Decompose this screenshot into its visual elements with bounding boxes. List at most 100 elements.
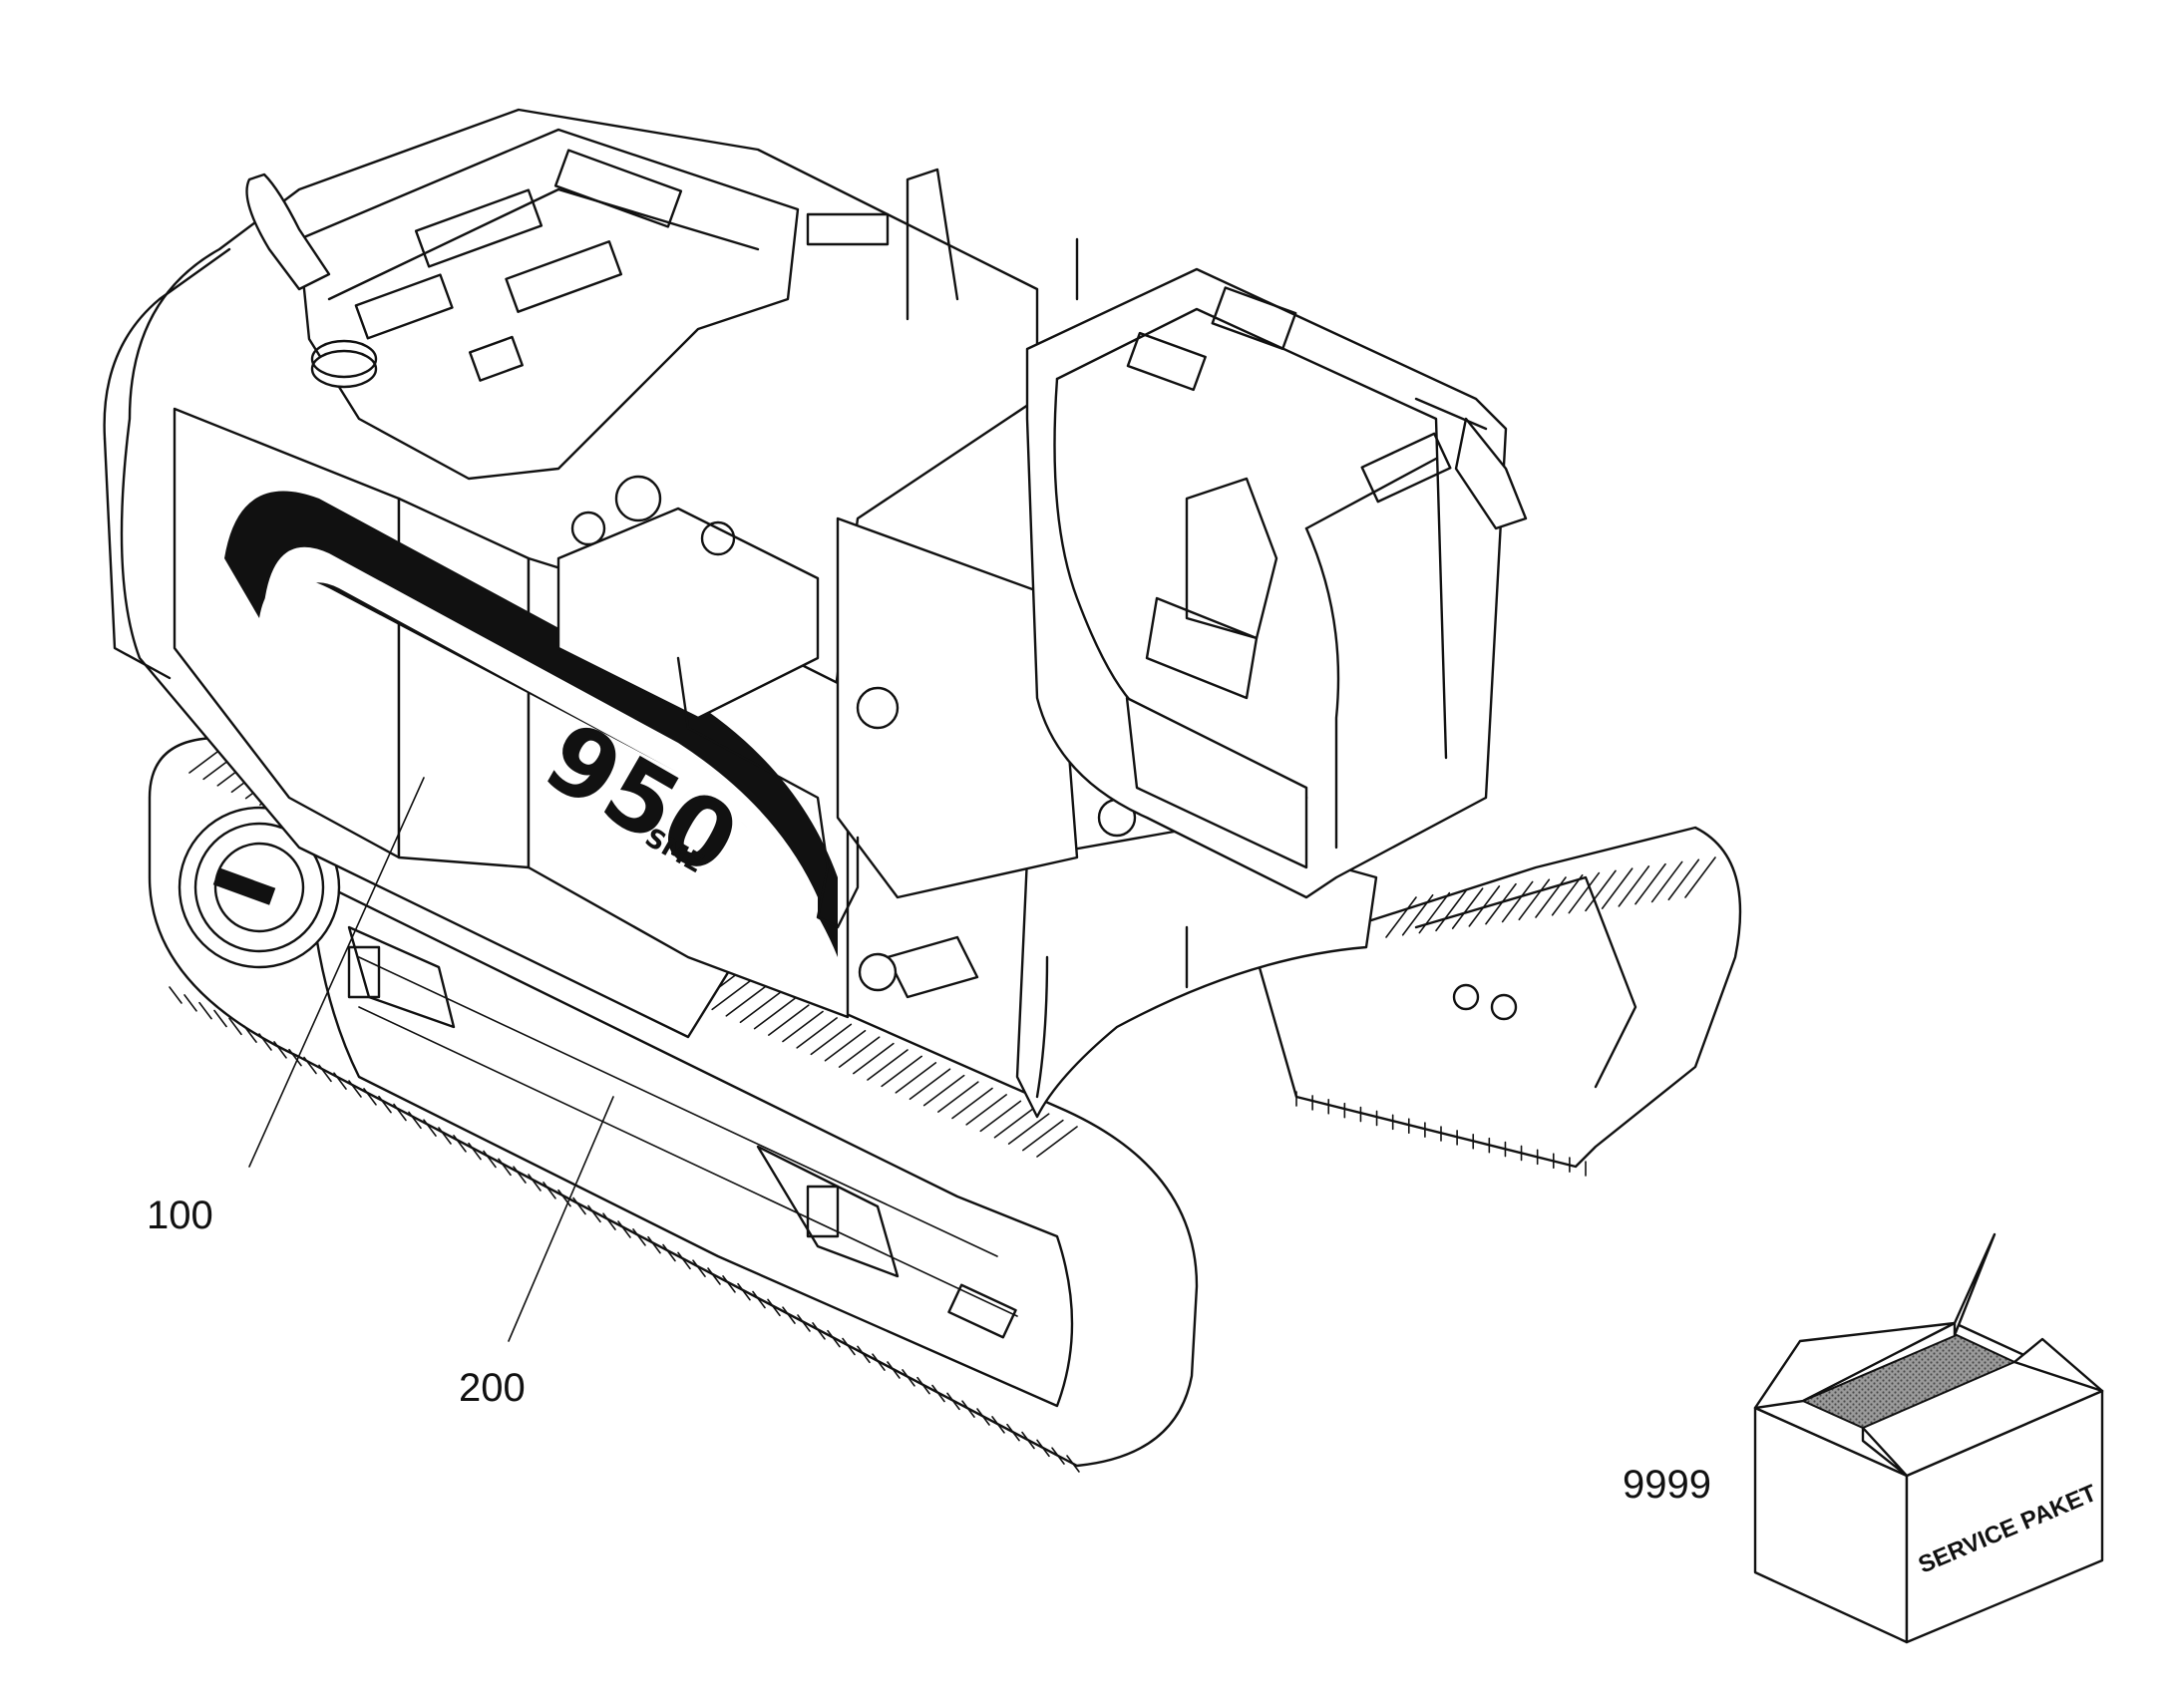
track-shoe-rib <box>183 994 197 1012</box>
track-shoe-rib <box>979 1100 1022 1133</box>
track-shoe-rib <box>991 1416 1005 1434</box>
track-shoe-rib <box>881 1055 922 1088</box>
track-shoe-rib <box>647 1235 661 1254</box>
track-shoe-rib <box>572 1196 586 1215</box>
track-shoe-rib <box>796 1017 838 1049</box>
track-shoe-rib <box>1051 1447 1065 1465</box>
track-shoe-rib <box>1435 889 1467 932</box>
track-shoe-rib <box>1568 871 1601 914</box>
track-shoe-rib <box>632 1228 646 1246</box>
track-shoe-rib <box>797 1314 811 1332</box>
track-shoe-rib <box>1485 882 1517 925</box>
track-shoe-rib <box>318 1064 332 1083</box>
track-shoe-rib <box>1036 1439 1050 1458</box>
track-shoe-rib <box>617 1220 631 1238</box>
track-shoe-rib <box>453 1135 467 1153</box>
track-shoe-rib <box>1551 873 1584 916</box>
callout-200: 200 <box>459 1366 526 1410</box>
track-shoe-rib <box>853 1042 895 1075</box>
track-shoe-rib <box>692 1259 706 1277</box>
track-shoe-rib <box>867 1049 908 1081</box>
track-shoe-rib <box>543 1182 556 1199</box>
track-shoe-rib <box>895 1062 937 1094</box>
track-shoe-rib <box>169 986 182 1004</box>
carbody <box>1015 826 1378 1119</box>
track-shoe-rib <box>887 1361 901 1379</box>
track-shoe-rib <box>483 1150 497 1169</box>
track-shoe-rib <box>916 1376 930 1395</box>
track-shoe-rib <box>711 978 753 1011</box>
track-shoe-rib <box>1021 1431 1035 1450</box>
track-shoe-rib <box>1451 887 1484 929</box>
track-shoe-rib <box>1066 1455 1080 1473</box>
track-shoe-rib <box>902 1369 915 1387</box>
track-shoe-rib <box>438 1127 452 1145</box>
track-shoe-rib <box>1585 869 1617 912</box>
track-shoe-rib <box>1635 862 1666 905</box>
track-shoe-rib <box>768 1004 810 1036</box>
track-shoe-rib <box>1036 1126 1078 1158</box>
track-shoe-rib <box>1650 860 1683 903</box>
track-shoe-rib <box>528 1174 542 1192</box>
track-shoe-rib <box>707 1267 721 1285</box>
track-shoe-rib <box>931 1384 945 1403</box>
upper-structure: 950 SME <box>103 108 1137 1039</box>
track-shoe-rib <box>468 1142 482 1161</box>
track-shoe-rib <box>857 1345 871 1364</box>
track-shoe-rib <box>408 1111 422 1130</box>
service-package-box: SERVICE PAKET <box>1753 1232 2104 1644</box>
track-shoe-rib <box>513 1166 527 1184</box>
callout-100: 100 <box>147 1194 213 1237</box>
track-shoe-rib <box>677 1251 691 1270</box>
track-shoe-rib <box>1022 1119 1064 1152</box>
track-shoe-rib <box>737 1282 751 1301</box>
track-shoe-rib <box>722 1275 736 1293</box>
track-shoe-rib <box>993 1106 1036 1139</box>
track-shoe-rib <box>213 1009 227 1028</box>
track-shoe-rib <box>965 1094 1007 1126</box>
track-shoe-rib <box>824 1029 867 1062</box>
track-shoe-rib <box>739 991 782 1024</box>
track-shoe-rib <box>198 1001 212 1020</box>
track-shoe-rib <box>810 1023 853 1056</box>
track-shoe-rib <box>1667 858 1700 901</box>
track-shoe-rib <box>498 1158 512 1177</box>
track-shoe-rib <box>838 1036 881 1068</box>
track-shoe-rib <box>1007 1113 1050 1145</box>
track-shoe-rib <box>922 1074 965 1107</box>
track-shoe-rib <box>782 1010 824 1043</box>
leader-line-200 <box>508 1096 614 1342</box>
track-shoe-rib <box>872 1353 886 1371</box>
left-crawler-track <box>148 736 1199 1473</box>
track-shoe-rib <box>288 1048 302 1067</box>
track-shoe-rib <box>348 1080 362 1098</box>
track-shoe-rib <box>1418 891 1451 934</box>
track-shoe-rib <box>782 1306 796 1324</box>
track-shoe-rib <box>812 1322 826 1340</box>
leader-lines <box>248 777 614 1342</box>
track-shoe-rib <box>662 1243 676 1262</box>
track-shoe-rib <box>393 1103 407 1122</box>
track-shoe-rib <box>303 1056 317 1075</box>
track-shoe-rib <box>258 1033 272 1051</box>
track-shoe-rib <box>1006 1423 1020 1442</box>
track-shoe-rib <box>333 1072 347 1090</box>
track-shoe-rib <box>1501 880 1534 923</box>
track-shoe-rib <box>1385 896 1417 938</box>
track-shoe-rib <box>827 1329 841 1348</box>
track-shoe-rib <box>752 1290 766 1309</box>
track-shoe-rib <box>378 1095 392 1114</box>
track-shoe-rib <box>363 1088 377 1106</box>
track-shoe-rib <box>976 1408 990 1426</box>
track-shoe-rib <box>937 1081 979 1113</box>
track-shoe-rib <box>908 1068 951 1101</box>
track-shoe-rib <box>753 997 796 1030</box>
track-shoe-rib <box>961 1400 975 1418</box>
track-shoe-rib <box>273 1041 287 1059</box>
operator-cab <box>1025 267 1528 899</box>
track-shoe-rib <box>946 1392 960 1411</box>
track-shoe-rib <box>1684 856 1716 898</box>
track-shoe-rib <box>1601 867 1634 909</box>
track-shoe-rib <box>243 1025 257 1043</box>
